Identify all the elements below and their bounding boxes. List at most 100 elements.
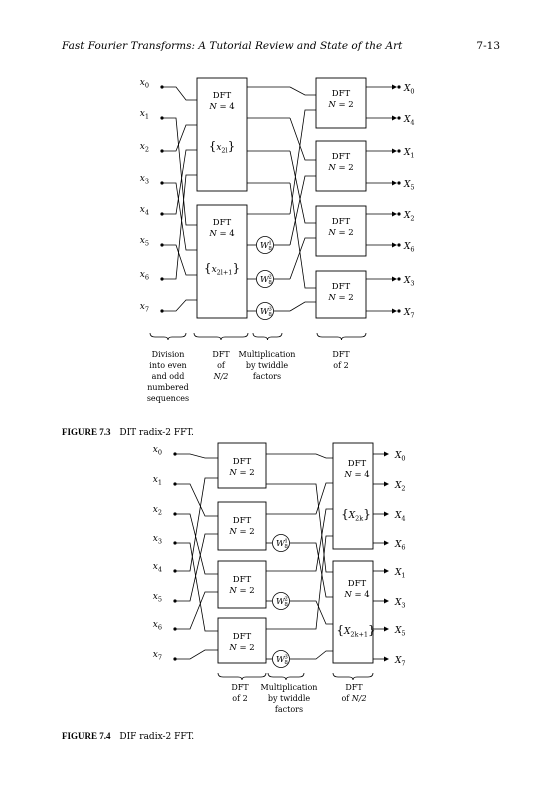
fig2-output-arrow: [384, 598, 389, 604]
fig1-output-X5-subscript: 5: [410, 184, 414, 192]
fig2-shuffle-line: [300, 483, 333, 573]
fig2-dft2-2-n: N: [228, 527, 237, 537]
fig1-label-division-line: numbered: [147, 383, 188, 392]
fig2-dft2-4-n: N: [228, 643, 237, 653]
fig2-dft2-4-title: DFT: [233, 632, 252, 642]
fig2-seq-odd-var: X: [343, 627, 351, 637]
fig2-output-X0: X0: [394, 451, 406, 463]
fig2-twiddle-3-exponent: 3: [284, 655, 288, 661]
fig1-dft2-4-n: N: [327, 293, 336, 303]
fig1-seq-odd: {x2l+1}: [204, 261, 240, 277]
fig1-dft2-3-size: N = 2: [327, 228, 353, 238]
fig2-label-dft-half-line: DFT: [345, 683, 363, 692]
fig1-output-X7-subscript: 7: [410, 312, 414, 320]
fig2-brace-dft2: [217, 672, 267, 681]
fig2-twiddle-1-base: 8: [284, 544, 288, 550]
fig1-input-shuffle: [162, 174, 197, 280]
fig1-label-dft2-line: of 2: [333, 361, 348, 370]
fig2-label-dft-half-of: of: [341, 694, 351, 703]
fig1-output-X1: X1: [403, 148, 415, 160]
fig2-output-X7: X7: [394, 656, 406, 668]
fig1-output-X5: X5: [403, 180, 415, 192]
fig1-seq-odd-lbrace: {: [204, 261, 212, 275]
fig2-shuffle-line: [300, 650, 333, 660]
fig1-input-x4-subscript: 4: [145, 209, 149, 217]
fig2-twiddle-2-label: W: [276, 597, 286, 607]
fig1-dft2-2-n: N: [327, 163, 336, 173]
fig1-input-x2-subscript: 2: [145, 146, 149, 154]
fig1-input-x3: x3: [140, 174, 149, 186]
fig1-input-shuffle: [162, 124, 197, 152]
fig2-dft2-1-title: DFT: [233, 457, 252, 467]
fig1-output-arrow: [392, 180, 397, 186]
fig2-label-twiddle-line: Multiplication: [261, 683, 318, 692]
fig2-dft4-top-eq: = 4: [352, 470, 370, 480]
fig1-output-node: [397, 85, 401, 89]
fig2-twiddle-3-base: 8: [284, 660, 288, 666]
running-header: Fast Fourier Transforms: A Tutorial Revi…: [62, 40, 500, 56]
fig1-dft4-bottom-title: DFT: [213, 218, 232, 228]
fig1-seq-odd-rbrace: }: [232, 261, 240, 275]
fig1-input-x0: x0: [140, 78, 149, 90]
fig1-output-node: [397, 116, 401, 120]
fig2-input-x6: x6: [153, 620, 162, 632]
fig1-input-x6-subscript: 6: [145, 274, 149, 282]
fig2-shuffle-line: [300, 482, 333, 515]
fig1-dft4-top-eq: = 4: [217, 102, 235, 112]
fig1-dft4-bottom-size: N = 4: [208, 229, 234, 239]
fig2-butterfly-line: [175, 477, 218, 572]
fig2-seq-even-subscript: 2k: [355, 515, 363, 523]
fig1-butterfly-line: [289, 109, 316, 215]
fig2-label-twiddle-line: factors: [275, 705, 303, 714]
figure-7-3-label: FIGURE 7.3: [62, 427, 111, 437]
fig1-twiddle-1-circle: [256, 236, 274, 254]
fig2-seq-odd-subscript: 2k+1: [350, 631, 368, 639]
fig1-dft2-block-1: [315, 77, 367, 129]
fig2-twiddle-2-base: 8: [284, 602, 288, 608]
fig1-seq-even-lbrace: {: [209, 139, 217, 153]
fig1-dft4-top-size: N = 4: [208, 102, 234, 112]
fig2-input-x3-subscript: 3: [158, 538, 162, 546]
fig1-input-shuffle: [162, 86, 197, 101]
fig1-output-arrow: [392, 115, 397, 121]
fig2-shuffle-line: [300, 542, 333, 598]
fig1-butterfly-line: [289, 237, 316, 280]
fig1-input-shuffle: [162, 117, 197, 226]
fig2-butterfly-line: [175, 542, 218, 632]
fig1-label-twiddle-line: factors: [253, 372, 281, 381]
fig2-input-x3: x3: [153, 534, 162, 546]
fig1-output-X7: X7: [403, 308, 415, 320]
fig2-dft2-block-3: [217, 560, 267, 609]
fig2-dft4-bottom-eq: = 4: [352, 590, 370, 600]
fig1-input-shuffle: [162, 182, 197, 251]
fig2-seq-even-var: X: [348, 511, 356, 521]
fig1-butterfly-line: [289, 182, 316, 289]
fig1-output-X0-subscript: 0: [410, 88, 414, 96]
fig2-dft2-3-eq: = 2: [237, 586, 255, 596]
fig1-brace-division: [149, 332, 187, 341]
fig2-dft2-2-title: DFT: [233, 516, 252, 526]
fig1-dft2-3-title: DFT: [332, 217, 351, 227]
fig2-dft2-4-size: N = 2: [228, 643, 254, 653]
fig2-butterfly-line: [175, 591, 218, 630]
fig2-seq-even-lbrace: {: [341, 507, 349, 521]
figure-7-4-text: DIF radix-2 FFT.: [119, 732, 195, 742]
fig2-output-X5-subscript: 5: [401, 630, 405, 638]
fig2-output-X5: X5: [394, 626, 406, 638]
fig2-dft4-bottom-block: [332, 560, 374, 664]
fig1-dft2-2-title: DFT: [332, 152, 351, 162]
fig1-output-arrow: [392, 276, 397, 282]
fig2-input-x0-subscript: 0: [158, 449, 162, 457]
fig2-output-X0-subscript: 0: [401, 455, 405, 463]
figure-7-4-caption: FIGURE 7.4 DIF radix-2 FFT.: [62, 731, 194, 742]
fig1-input-x7-subscript: 7: [145, 306, 149, 314]
fig1-dft2-3-n: N: [327, 228, 336, 238]
fig2-butterfly-line: [175, 533, 218, 602]
fig2-output-arrow: [384, 626, 389, 632]
fig2-input-x2: x2: [153, 505, 162, 517]
fig2-dft4-bottom-size: N = 4: [343, 590, 369, 600]
fig1-dft4-bottom-n: N: [208, 229, 217, 239]
fig1-brace-dft2: [316, 332, 367, 341]
fig1-dft2-4-title: DFT: [332, 282, 351, 292]
